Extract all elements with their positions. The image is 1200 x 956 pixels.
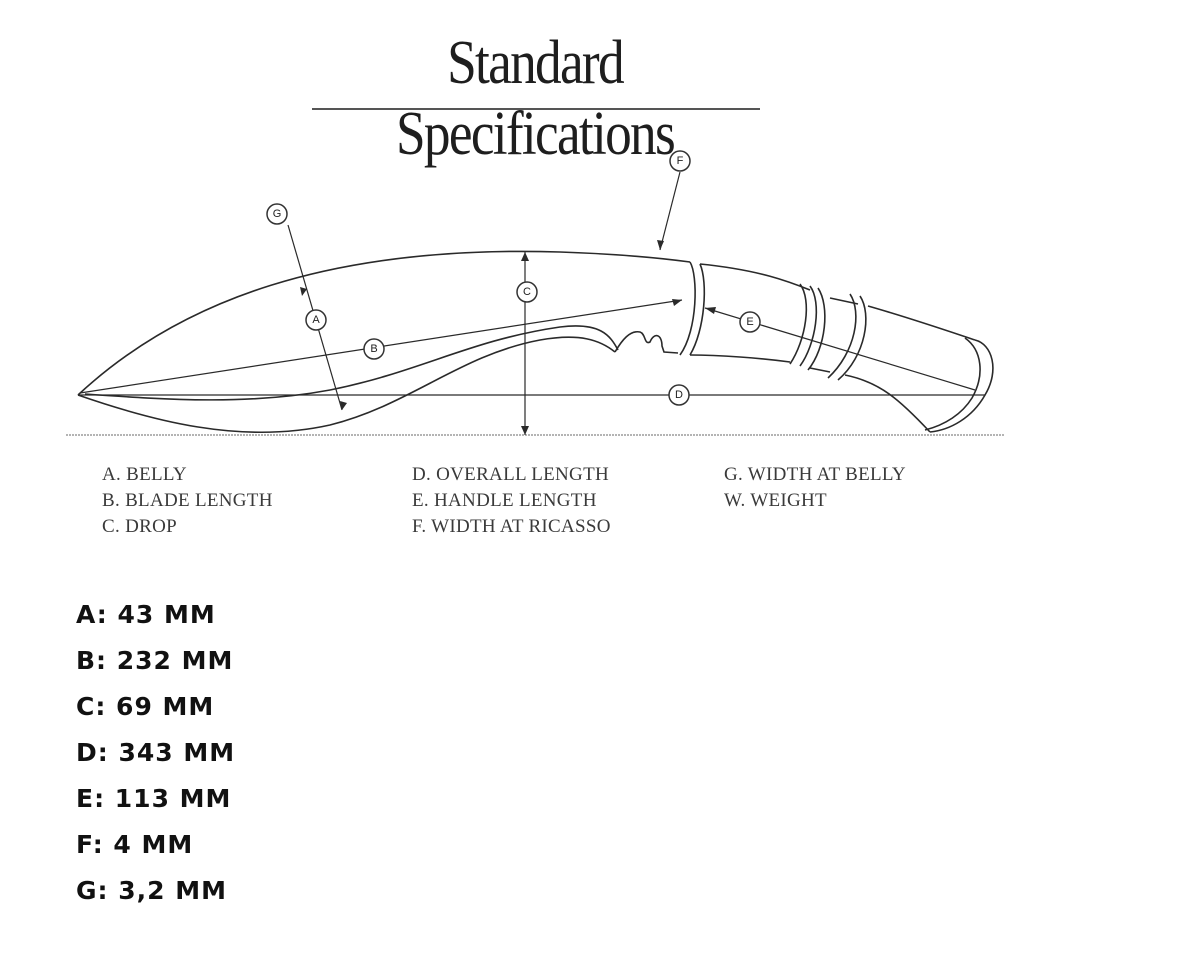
- measurement-d: D: 343 MM: [76, 738, 236, 767]
- legend-column-3: G. WIDTH AT BELLY W. WEIGHT: [724, 462, 906, 514]
- legend-item: C. DROP: [102, 516, 177, 537]
- blade-edge: [77, 336, 616, 434]
- measurements-list: A: 43 MM B: 232 MM C: 69 MM D: 343 MM E:…: [76, 597, 235, 919]
- legend-item: G. WIDTH AT BELLY: [724, 464, 906, 485]
- svg-text:C: C: [523, 286, 531, 298]
- legend-item: B. BLADE LENGTH: [102, 490, 273, 511]
- handle-top: [699, 263, 811, 291]
- bolster-inner: [689, 263, 706, 356]
- svg-text:A: A: [312, 314, 320, 326]
- legend-item: E. HANDLE LENGTH: [412, 490, 597, 511]
- svg-text:D: D: [675, 389, 683, 401]
- legend-item: W. WEIGHT: [724, 490, 827, 511]
- callout-e: E: [739, 311, 761, 333]
- measurement-e: E: 113 MM: [76, 784, 232, 813]
- legend-item: A. BELLY: [102, 464, 187, 485]
- callout-f: F: [669, 150, 691, 172]
- legend-column-1: A. BELLY B. BLADE LENGTH C. DROP: [102, 462, 273, 540]
- callout-b: B: [363, 338, 385, 360]
- ring-2: [827, 293, 857, 379]
- page-title: Standard Specifications: [396, 29, 676, 168]
- svg-text:B: B: [370, 343, 377, 355]
- handle-bottom: [689, 354, 791, 363]
- svg-text:G: G: [273, 208, 282, 220]
- callout-c: C: [516, 281, 538, 303]
- legend-column-2: D. OVERALL LENGTH E. HANDLE LENGTH F. WI…: [412, 462, 611, 540]
- measurement-g: G: 3,2 MM: [76, 876, 227, 905]
- legend-item: D. OVERALL LENGTH: [412, 464, 610, 485]
- ring-1: [789, 283, 808, 365]
- measurement-a: A: 43 MM: [76, 600, 216, 629]
- measurement-f: F: 4 MM: [76, 830, 194, 859]
- bolster: [679, 261, 696, 356]
- legend-item: F. WIDTH AT RICASSO: [412, 516, 611, 537]
- callout-g: G: [266, 203, 288, 225]
- callout-a: A: [305, 309, 327, 331]
- blade-spine: [77, 250, 691, 396]
- blade-bevel: [84, 325, 619, 401]
- title-underline: [312, 108, 760, 110]
- cho-notch: [614, 330, 679, 354]
- kukri-diagram: A B C D E F G: [66, 150, 1005, 436]
- svg-text:F: F: [677, 155, 684, 167]
- svg-text:E: E: [746, 316, 753, 328]
- measurement-b: B: 232 MM: [76, 646, 234, 675]
- measurement-c: C: 69 MM: [76, 692, 215, 721]
- callout-d: D: [668, 384, 690, 406]
- dim-line-f: [659, 171, 681, 251]
